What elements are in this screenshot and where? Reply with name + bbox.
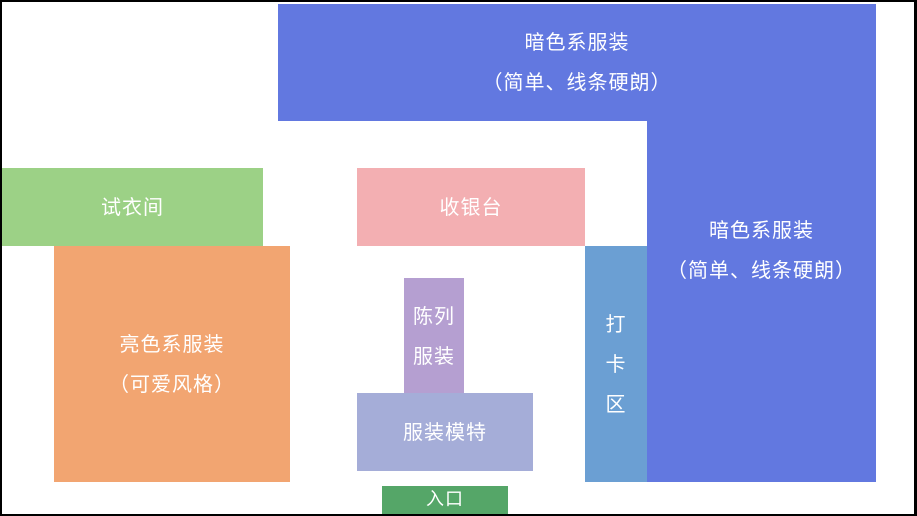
zone-title: 暗色系服装: [709, 218, 814, 242]
fitting-room-zone: 试衣间: [2, 168, 263, 246]
zone-title-line3: 区: [605, 392, 627, 416]
dark-clothing-zone-right: 暗色系服装 （简单、线条硬朗）: [647, 121, 876, 482]
zone-title: 试衣间: [101, 195, 164, 219]
zone-title: 暗色系服装: [524, 30, 630, 54]
mannequin-zone: 服装模特: [357, 393, 533, 471]
entrance-zone: 入口: [382, 486, 508, 514]
zone-title: 入口: [426, 489, 464, 510]
zone-subtitle: （简单、线条硬朗）: [482, 70, 672, 94]
zone-title-line2: 服装: [413, 343, 455, 368]
zone-title: 亮色系服装: [119, 332, 225, 356]
zone-title: 服装模特: [403, 420, 487, 444]
display-clothing-zone: 陈列 服装: [404, 278, 464, 393]
bright-clothing-zone: 亮色系服装 （可爱风格）: [54, 246, 290, 482]
zone-title-line1: 打: [605, 312, 627, 336]
zone-title-line1: 陈列: [413, 303, 455, 328]
cashier-zone: 收银台: [357, 168, 585, 246]
dark-clothing-zone-top: 暗色系服装 （简单、线条硬朗）: [278, 4, 876, 121]
zone-subtitle: （简单、线条硬朗）: [667, 258, 856, 282]
photo-spot-zone: 打 卡 区: [585, 246, 647, 482]
zone-subtitle: （可爱风格）: [109, 372, 235, 396]
zone-title: 收银台: [439, 195, 503, 219]
zone-title-line2: 卡: [605, 352, 627, 376]
